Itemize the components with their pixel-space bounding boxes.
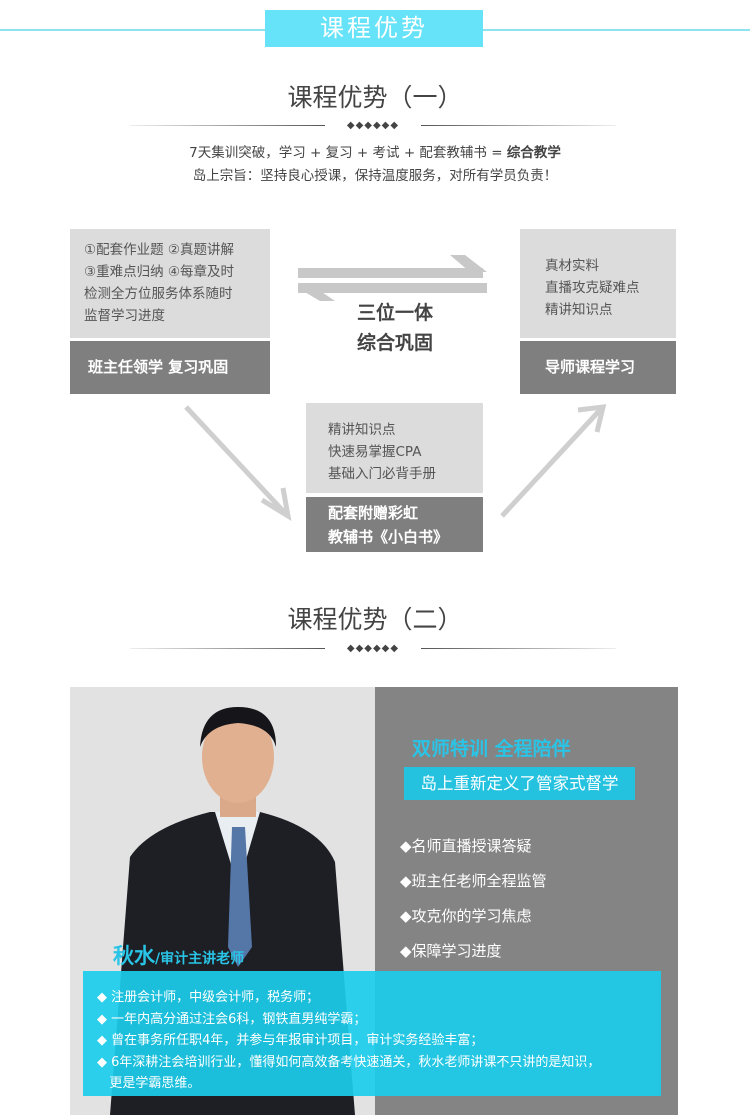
right-box: 真材实料 直播攻克疑难点 精讲知识点 xyxy=(520,229,676,338)
feature-item: ◆攻克你的学习焦虑 xyxy=(400,907,532,925)
teacher-title: /审计主讲老师 xyxy=(155,951,245,967)
intro-bold: 综合教学 xyxy=(506,145,561,161)
bottom-box-line: 基础入门必背手册 xyxy=(328,466,436,482)
subhead-badge: 岛上重新定义了管家式督学 xyxy=(404,767,635,800)
bottom-box-line: 精讲知识点 xyxy=(328,422,396,438)
exchange-arrow-icon xyxy=(298,255,487,301)
section2-title: 课程优势（二） xyxy=(287,605,463,634)
bottom-box-label: 配套附赠彩虹 教辅书《小白书》 xyxy=(306,497,483,552)
diagonal-arrow-down-icon xyxy=(184,405,292,522)
left-box-line: ①配套作业题 ②真题讲解 xyxy=(84,242,234,258)
bio-item: ◆ 注册会计师，中级会计师，税务师； xyxy=(97,990,320,1005)
bio-item: ◆ 一年内高分通过注会6科，钢铁直男纯学霸； xyxy=(97,1011,367,1027)
diagonal-arrow-up-icon xyxy=(500,404,607,518)
feature-item: ◆名师直播授课答疑 xyxy=(400,837,532,855)
divider-diamonds: ◆◆◆◆◆◆ xyxy=(346,120,400,131)
bottom-label-2: 教辅书《小白书》 xyxy=(328,528,449,546)
intro-text: 7天集训突破，学习 + 复习 + 考试 + 配套教辅书 = xyxy=(189,145,507,161)
feature-item: ◆班主任老师全程监管 xyxy=(400,872,547,890)
bottom-label-1: 配套附赠彩虹 xyxy=(328,504,419,522)
intro-line-1: 7天集训突破，学习 + 复习 + 考试 + 配套教辅书 = 综合教学 xyxy=(0,141,750,161)
headline: 双师特训 全程陪伴 xyxy=(412,738,571,760)
header-title: 课程优势 xyxy=(265,10,483,47)
right-box-line: 真材实料 xyxy=(545,258,599,274)
left-box-line: ③重难点归纳 ④每章及时 xyxy=(84,264,234,280)
right-box-line: 直播攻克疑难点 xyxy=(545,280,640,296)
intro-line-2: 岛上宗旨：坚持良心授课，保持温度服务，对所有学员负责！ xyxy=(192,168,558,184)
section1-title: 课程优势（一） xyxy=(287,83,463,112)
arrows xyxy=(184,255,607,522)
left-box-label: 班主任领学 复习巩固 xyxy=(70,341,270,394)
section2-divider: ◆◆◆◆◆◆ xyxy=(130,643,616,655)
center-line-1: 三位一体 xyxy=(356,302,433,324)
teacher-name: 秋水 xyxy=(113,944,155,968)
bio-item: ◆ 曾在事务所任职4年，并参与年报审计项目，审计实务经验丰富； xyxy=(97,1033,484,1048)
feature-item: ◆保障学习进度 xyxy=(400,942,502,960)
left-box-line: 检测全方位服务体系随时 xyxy=(84,286,233,302)
right-box-line: 精讲知识点 xyxy=(545,302,613,318)
bio-item: ◆ 6年深耕注会培训行业，懂得如何高效备考快速通关，秋水老师讲课不只讲的是知识， xyxy=(97,1054,601,1070)
section1-divider: ◆◆◆◆◆◆ xyxy=(130,120,616,132)
bio-item: 更是学霸思维。 xyxy=(97,1076,201,1091)
bottom-box-line: 快速易掌握CPA xyxy=(328,444,422,460)
left-box: ①配套作业题 ②真题讲解 ③重难点归纳 ④每章及时 检测全方位服务体系随时 监督… xyxy=(70,229,270,338)
bottom-box: 精讲知识点 快速易掌握CPA 基础入门必背手册 xyxy=(306,403,483,493)
right-box-label: 导师课程学习 xyxy=(520,341,676,394)
center-line-2: 综合巩固 xyxy=(356,332,433,354)
left-box-line: 监督学习进度 xyxy=(84,308,165,324)
center-label: 三位一体 综合巩固 xyxy=(330,298,460,358)
teacher-name-line: 秋水/审计主讲老师 xyxy=(113,940,244,970)
teacher-bio: ◆ 注册会计师，中级会计师，税务师； ◆ 一年内高分通过注会6科，钢铁直男纯学霸… xyxy=(83,971,661,1096)
divider-diamonds: ◆◆◆◆◆◆ xyxy=(346,643,400,654)
